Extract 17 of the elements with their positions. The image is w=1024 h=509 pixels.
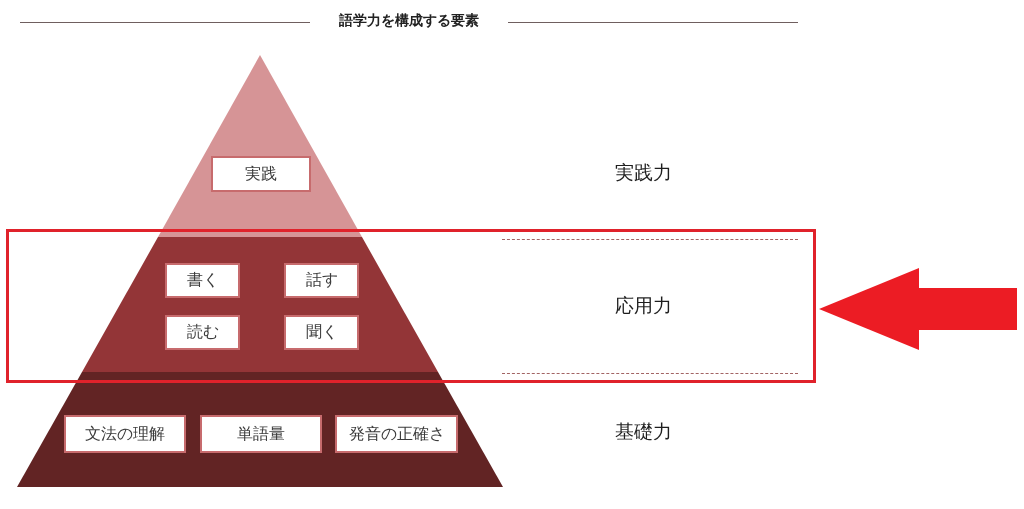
tier-label: 応用力	[614, 293, 672, 317]
pyramid-tier	[82, 237, 438, 372]
skill-box: 実践	[211, 156, 311, 192]
highlight-frame	[6, 229, 816, 383]
skill-box: 話す	[284, 263, 359, 298]
pyramid-tier	[17, 372, 503, 487]
title: 語学力を構成する要素	[339, 12, 479, 29]
skill-box: 聞く	[284, 315, 359, 350]
skill-box: 書く	[165, 263, 240, 298]
pyramid-tier	[158, 55, 362, 237]
skill-box: 読む	[165, 315, 240, 350]
tier-label: 実践力	[614, 160, 672, 184]
arrow	[819, 268, 1017, 350]
skill-box: 発音の正確さ	[335, 415, 458, 453]
skill-box: 単語量	[200, 415, 322, 453]
skill-box: 文法の理解	[64, 415, 186, 453]
tier-label: 基礎力	[614, 419, 672, 443]
